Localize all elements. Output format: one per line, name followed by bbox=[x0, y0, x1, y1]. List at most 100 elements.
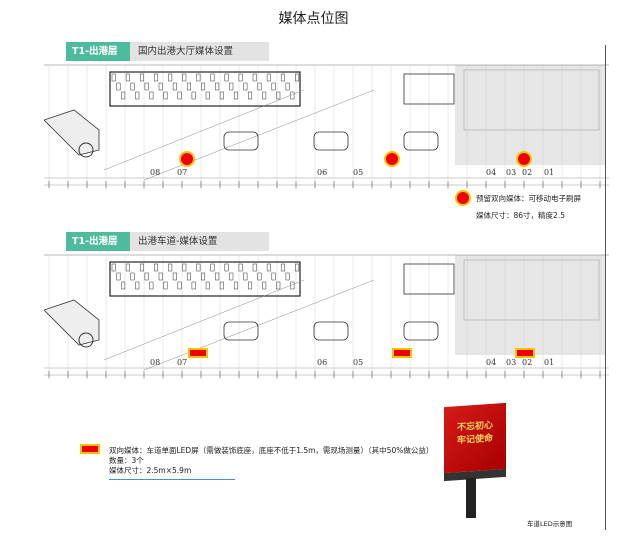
gate-label: 03 bbox=[506, 358, 516, 367]
diagonal bbox=[103, 279, 375, 371]
room bbox=[111, 263, 116, 272]
room bbox=[224, 263, 229, 272]
led-pole bbox=[466, 478, 476, 518]
room bbox=[139, 73, 144, 82]
room bbox=[196, 263, 201, 272]
gate-label: 04 bbox=[486, 168, 496, 177]
room bbox=[229, 82, 234, 91]
led-marker bbox=[188, 348, 208, 358]
gate-label: 06 bbox=[317, 358, 327, 367]
gate-label: 01 bbox=[544, 358, 554, 367]
room bbox=[295, 263, 300, 272]
hatched-zone bbox=[455, 65, 605, 165]
gate-label: 07 bbox=[177, 358, 187, 367]
room bbox=[182, 263, 187, 272]
room bbox=[168, 73, 173, 82]
room bbox=[205, 91, 210, 100]
room bbox=[135, 91, 140, 100]
room bbox=[243, 272, 248, 281]
gate-label: 08 bbox=[150, 168, 160, 177]
hatched-zone bbox=[455, 255, 605, 355]
room bbox=[290, 91, 295, 100]
media-marker bbox=[179, 151, 195, 167]
legend-size: 媒体尺寸：2.5m×5.9m bbox=[109, 465, 235, 480]
room bbox=[125, 263, 130, 272]
room bbox=[116, 272, 121, 281]
room bbox=[248, 281, 253, 290]
room bbox=[177, 91, 182, 100]
room bbox=[238, 263, 243, 272]
room bbox=[149, 91, 154, 100]
room bbox=[130, 272, 135, 281]
area-outline bbox=[463, 69, 600, 131]
gate-label: 05 bbox=[353, 358, 363, 367]
room bbox=[252, 263, 257, 272]
room bbox=[215, 272, 220, 281]
page-title: 媒体点位图 bbox=[278, 11, 349, 27]
room bbox=[266, 73, 271, 82]
room bbox=[163, 91, 168, 100]
room bbox=[233, 281, 238, 290]
media-marker bbox=[516, 151, 532, 167]
led-marker bbox=[392, 348, 412, 358]
section2-tag: T1-出港层 bbox=[66, 232, 130, 251]
room bbox=[144, 82, 149, 91]
building-block bbox=[109, 261, 301, 297]
room bbox=[135, 281, 140, 290]
rotunda bbox=[78, 332, 94, 348]
room bbox=[238, 73, 243, 82]
room bbox=[243, 82, 248, 91]
building-block bbox=[403, 73, 455, 105]
room bbox=[219, 281, 224, 290]
check-in-island bbox=[223, 321, 259, 341]
gate-label: 03 bbox=[506, 168, 516, 177]
room bbox=[219, 91, 224, 100]
room bbox=[276, 91, 281, 100]
room bbox=[271, 82, 276, 91]
check-in-island bbox=[313, 131, 349, 151]
room bbox=[154, 263, 159, 272]
room bbox=[233, 91, 238, 100]
room bbox=[229, 272, 234, 281]
room bbox=[186, 82, 191, 91]
section2-subtitle: 出港车道-媒体设置 bbox=[138, 236, 218, 247]
gate-label: 02 bbox=[522, 358, 532, 367]
media-marker bbox=[384, 151, 400, 167]
room bbox=[154, 73, 159, 82]
room bbox=[280, 73, 285, 82]
building-block bbox=[403, 263, 455, 295]
check-in-island bbox=[313, 321, 349, 341]
check-in-island bbox=[403, 131, 439, 151]
room bbox=[276, 281, 281, 290]
room bbox=[262, 91, 267, 100]
gate-label: 07 bbox=[177, 168, 187, 177]
room bbox=[139, 263, 144, 272]
room bbox=[248, 91, 253, 100]
room bbox=[158, 82, 163, 91]
room bbox=[262, 281, 267, 290]
room bbox=[191, 91, 196, 100]
led-sign-image: 不忘初心 牢记使命 bbox=[444, 402, 506, 482]
section2-header: T1-出港层 出港车道-媒体设置 bbox=[66, 232, 269, 251]
area-outline bbox=[463, 259, 600, 321]
room bbox=[172, 82, 177, 91]
gate-label: 04 bbox=[486, 358, 496, 367]
room bbox=[295, 73, 300, 82]
room bbox=[257, 272, 262, 281]
building-wing bbox=[44, 299, 100, 346]
room bbox=[111, 73, 116, 82]
check-in-island bbox=[403, 321, 439, 341]
room bbox=[168, 263, 173, 272]
room bbox=[144, 272, 149, 281]
section1-subtitle: 国内出港大厅媒体设置 bbox=[138, 46, 234, 57]
room bbox=[130, 82, 135, 91]
room bbox=[182, 73, 187, 82]
room bbox=[285, 82, 290, 91]
room bbox=[205, 281, 210, 290]
room bbox=[121, 91, 126, 100]
room bbox=[215, 82, 220, 91]
room bbox=[116, 82, 121, 91]
room bbox=[121, 281, 126, 290]
